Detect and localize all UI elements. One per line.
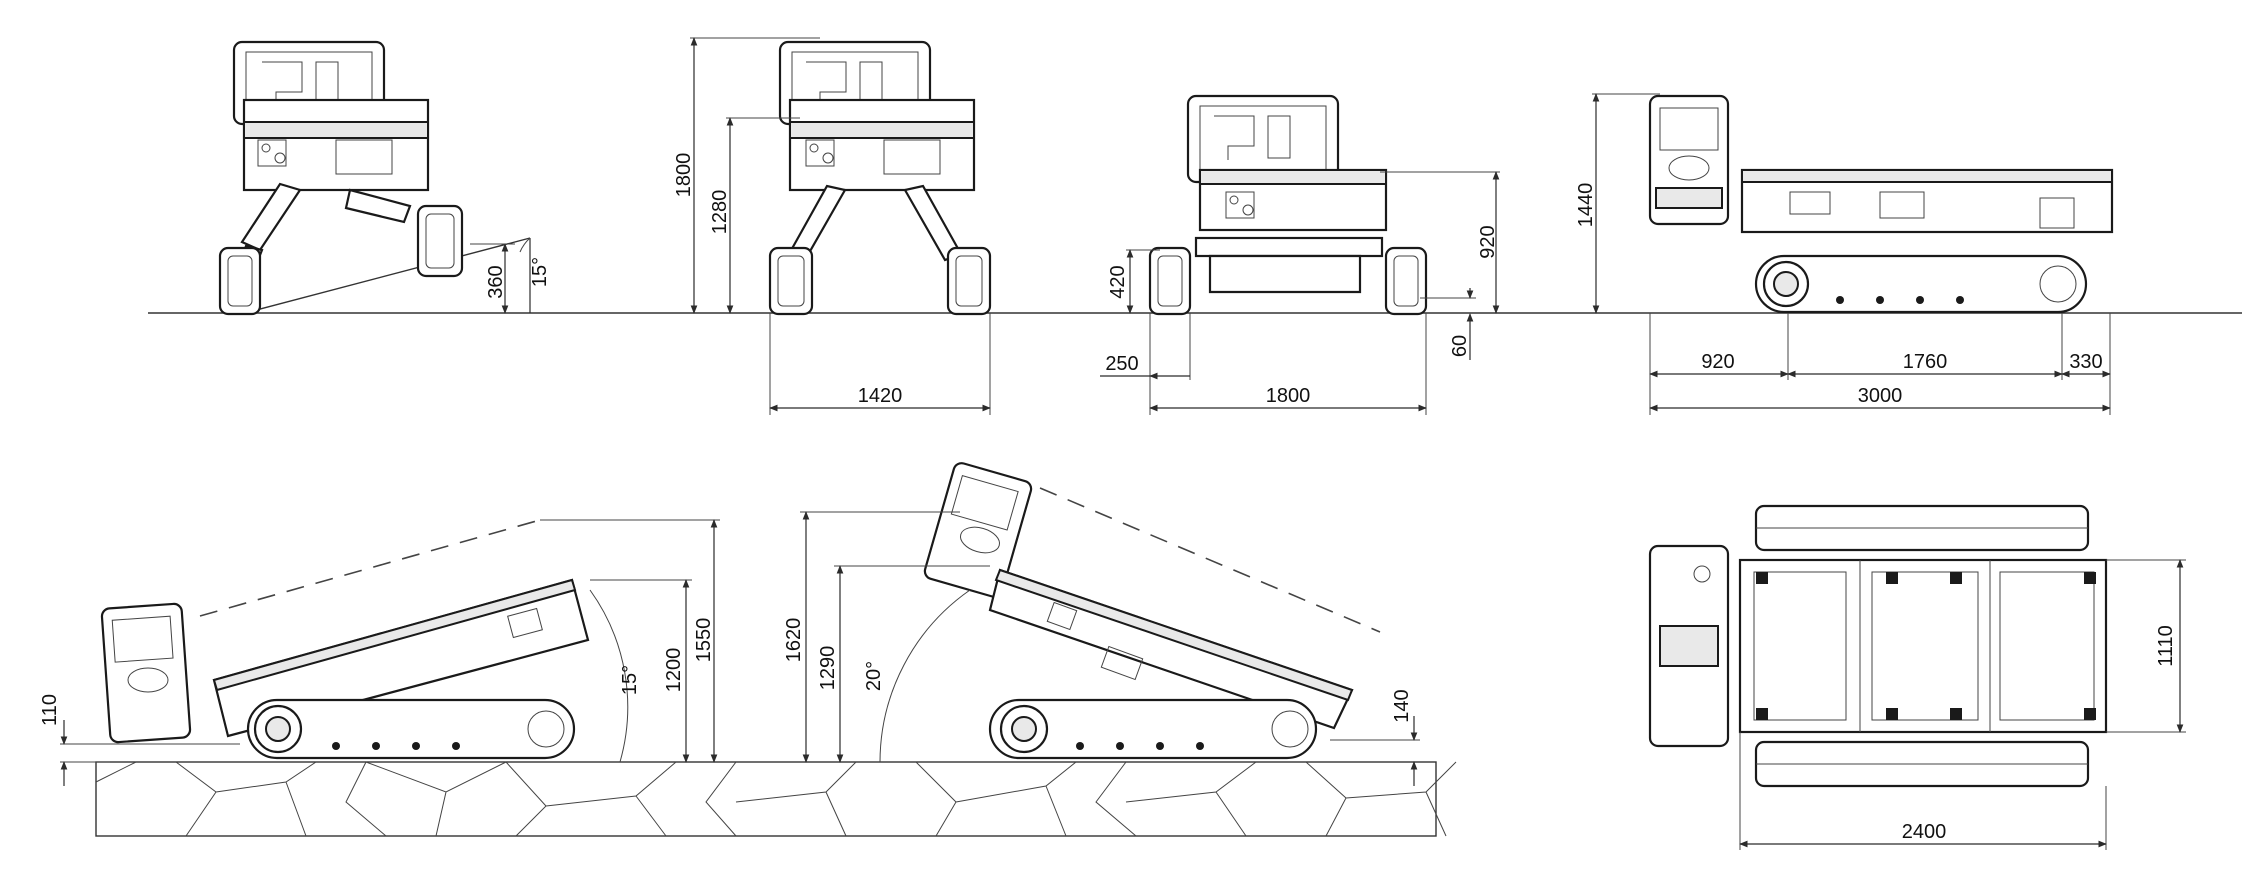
ground-clearance-label: 60 [1449, 335, 1471, 357]
left-height-1550-label: 1550 [693, 618, 715, 663]
mid-step-label: 140 [1391, 689, 1413, 722]
mid-height-1290-label: 1290 [817, 646, 839, 691]
front-view-upright: 1800 1280 1420 [673, 37, 992, 415]
left-height-1200-label: 1200 [663, 648, 685, 693]
total-height-label: 1800 [673, 153, 695, 198]
front-view-lowered: 420 920 60 250 1800 [1100, 94, 1500, 415]
mid-angle-label: 20° [863, 661, 885, 691]
side-view: 1440 920 1760 330 3000 [1575, 93, 2114, 415]
body-height-label: 1280 [709, 190, 731, 235]
lowered-height-label: 920 [1477, 225, 1499, 258]
track-length-label: 1760 [1903, 351, 1948, 373]
terrain-block [95, 761, 1457, 837]
front-view-slope: 360 15° [218, 40, 551, 316]
track-gauge-wide-label: 1800 [1266, 385, 1311, 407]
side-height-label: 1440 [1575, 183, 1597, 228]
front-slope-height-label: 360 [485, 265, 507, 298]
front-slope-angle-label: 15° [529, 257, 551, 287]
top-width-label: 1110 [2155, 625, 2177, 667]
left-angle-label: 15° [619, 665, 641, 695]
top-view: 1110 2400 [1648, 504, 2186, 850]
lowered-clearance-height-label: 420 [1107, 265, 1129, 298]
front-overhang-label: 330 [2069, 351, 2102, 373]
climb-view-15: 110 15° 1200 1550 [39, 519, 720, 786]
slope-line [244, 237, 531, 314]
climb-view-20: 1620 1290 20° 140 [783, 462, 1420, 786]
rear-overhang-label: 920 [1701, 351, 1734, 373]
mid-height-1620-label: 1620 [783, 618, 805, 663]
side-offset-label: 250 [1105, 353, 1138, 375]
left-step-label: 110 [39, 694, 61, 726]
total-length-label: 3000 [1858, 385, 1903, 407]
track-gauge-narrow-label: 1420 [858, 385, 903, 407]
top-length-label: 2400 [1902, 821, 1947, 843]
